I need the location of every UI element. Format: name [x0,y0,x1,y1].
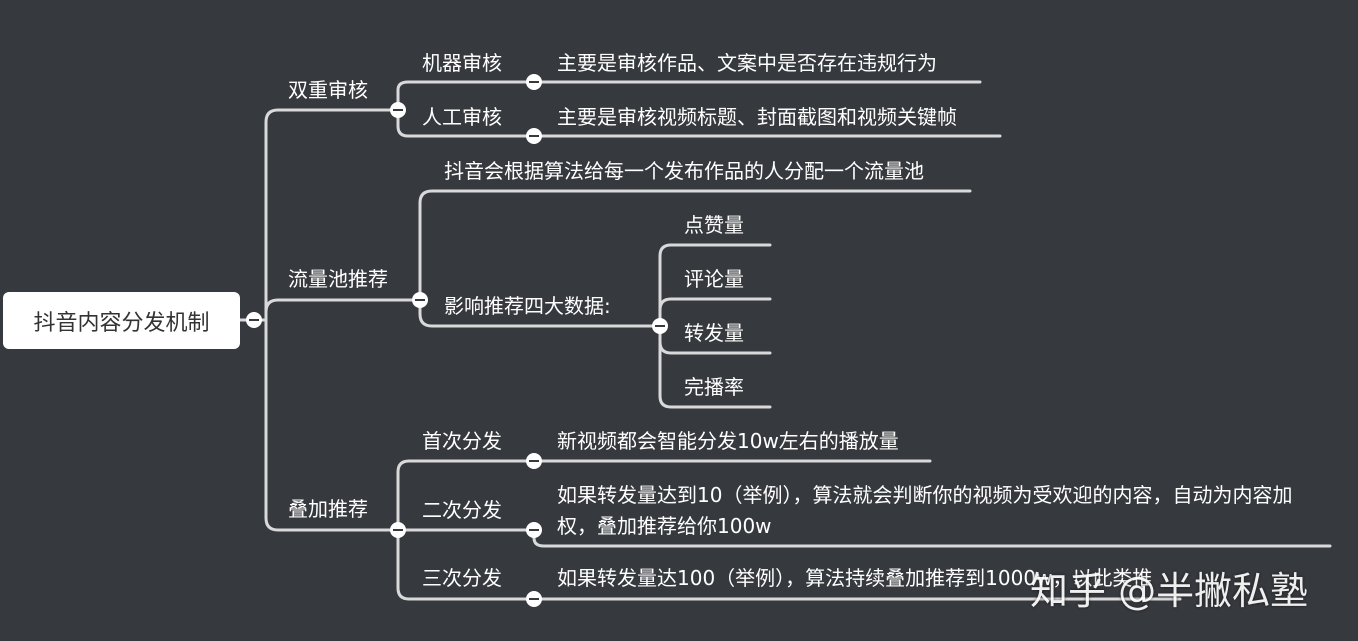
collapse-icon-review-machine [526,74,542,90]
node-data-comments[interactable]: 评论量 [684,267,744,291]
connector-data-completion [658,324,772,409]
underline-stack-second [532,528,1332,548]
branch-stack[interactable]: 叠加推荐 [288,497,368,521]
node-human-review[interactable]: 人工审核 [422,105,502,129]
collapse-icon-pool-data [652,318,668,334]
node-second-distribution[interactable]: 二次分发 [422,498,502,522]
collapse-markers [246,74,668,607]
node-pool-description[interactable]: 抖音会根据算法给每一个发布作品的人分配一个流量池 [444,159,924,183]
node-first-distribution-detail[interactable]: 新视频都会智能分发10w左右的播放量 [557,429,899,453]
collapse-icon-stack-second [526,522,542,538]
node-machine-review[interactable]: 机器审核 [422,51,502,75]
node-human-review-detail[interactable]: 主要是审核视频标题、封面截图和视频关键帧 [557,105,957,129]
node-pool-data[interactable]: 影响推荐四大数据: [444,294,611,318]
connector-trunk-1 [264,108,400,322]
node-machine-review-detail[interactable]: 主要是审核作品、文案中是否存在违规行为 [557,51,937,75]
collapse-icon-stack-third [526,591,542,607]
connector-review-machine [396,80,536,112]
node-data-shares[interactable]: 转发量 [684,321,744,345]
connector-pool-data [418,298,662,328]
collapse-icon-pool [412,292,428,308]
branch-review[interactable]: 双重审核 [288,78,368,102]
connector-trunk-2 [264,298,422,322]
connector-data-likes [658,243,772,328]
watermark: 知乎 @半撇私塾 [1030,569,1309,613]
connector-data-comments [658,297,772,328]
root-node[interactable]: 抖音内容分发机制 [3,292,240,349]
collapse-icon-root [246,312,262,328]
node-third-distribution-detail[interactable]: 如果转发量达100（举例），算法持续叠加推荐到1000w，以此类推 [557,566,1153,590]
node-data-likes[interactable]: 点赞量 [684,213,744,237]
collapse-icon-review [390,102,406,118]
node-first-distribution[interactable]: 首次分发 [422,429,502,453]
collapse-icon-stack [390,522,406,538]
connector-stack-first [396,459,536,532]
collapse-icon-review-human [526,128,542,144]
connector-pool-desc [418,189,972,302]
connector-review-human [396,108,536,138]
collapse-icon-stack-first [526,453,542,469]
node-data-completion[interactable]: 完播率 [684,375,744,399]
node-second-distribution-detail[interactable]: 如果转发量达到10（举例），算法就会判断你的视频为受欢迎的内容，自动为内容加权，… [557,483,1293,538]
node-third-distribution[interactable]: 三次分发 [422,566,502,590]
connector-trunk-3 [264,318,400,532]
connector-stack-third [396,528,536,601]
branch-pool[interactable]: 流量池推荐 [288,267,388,291]
